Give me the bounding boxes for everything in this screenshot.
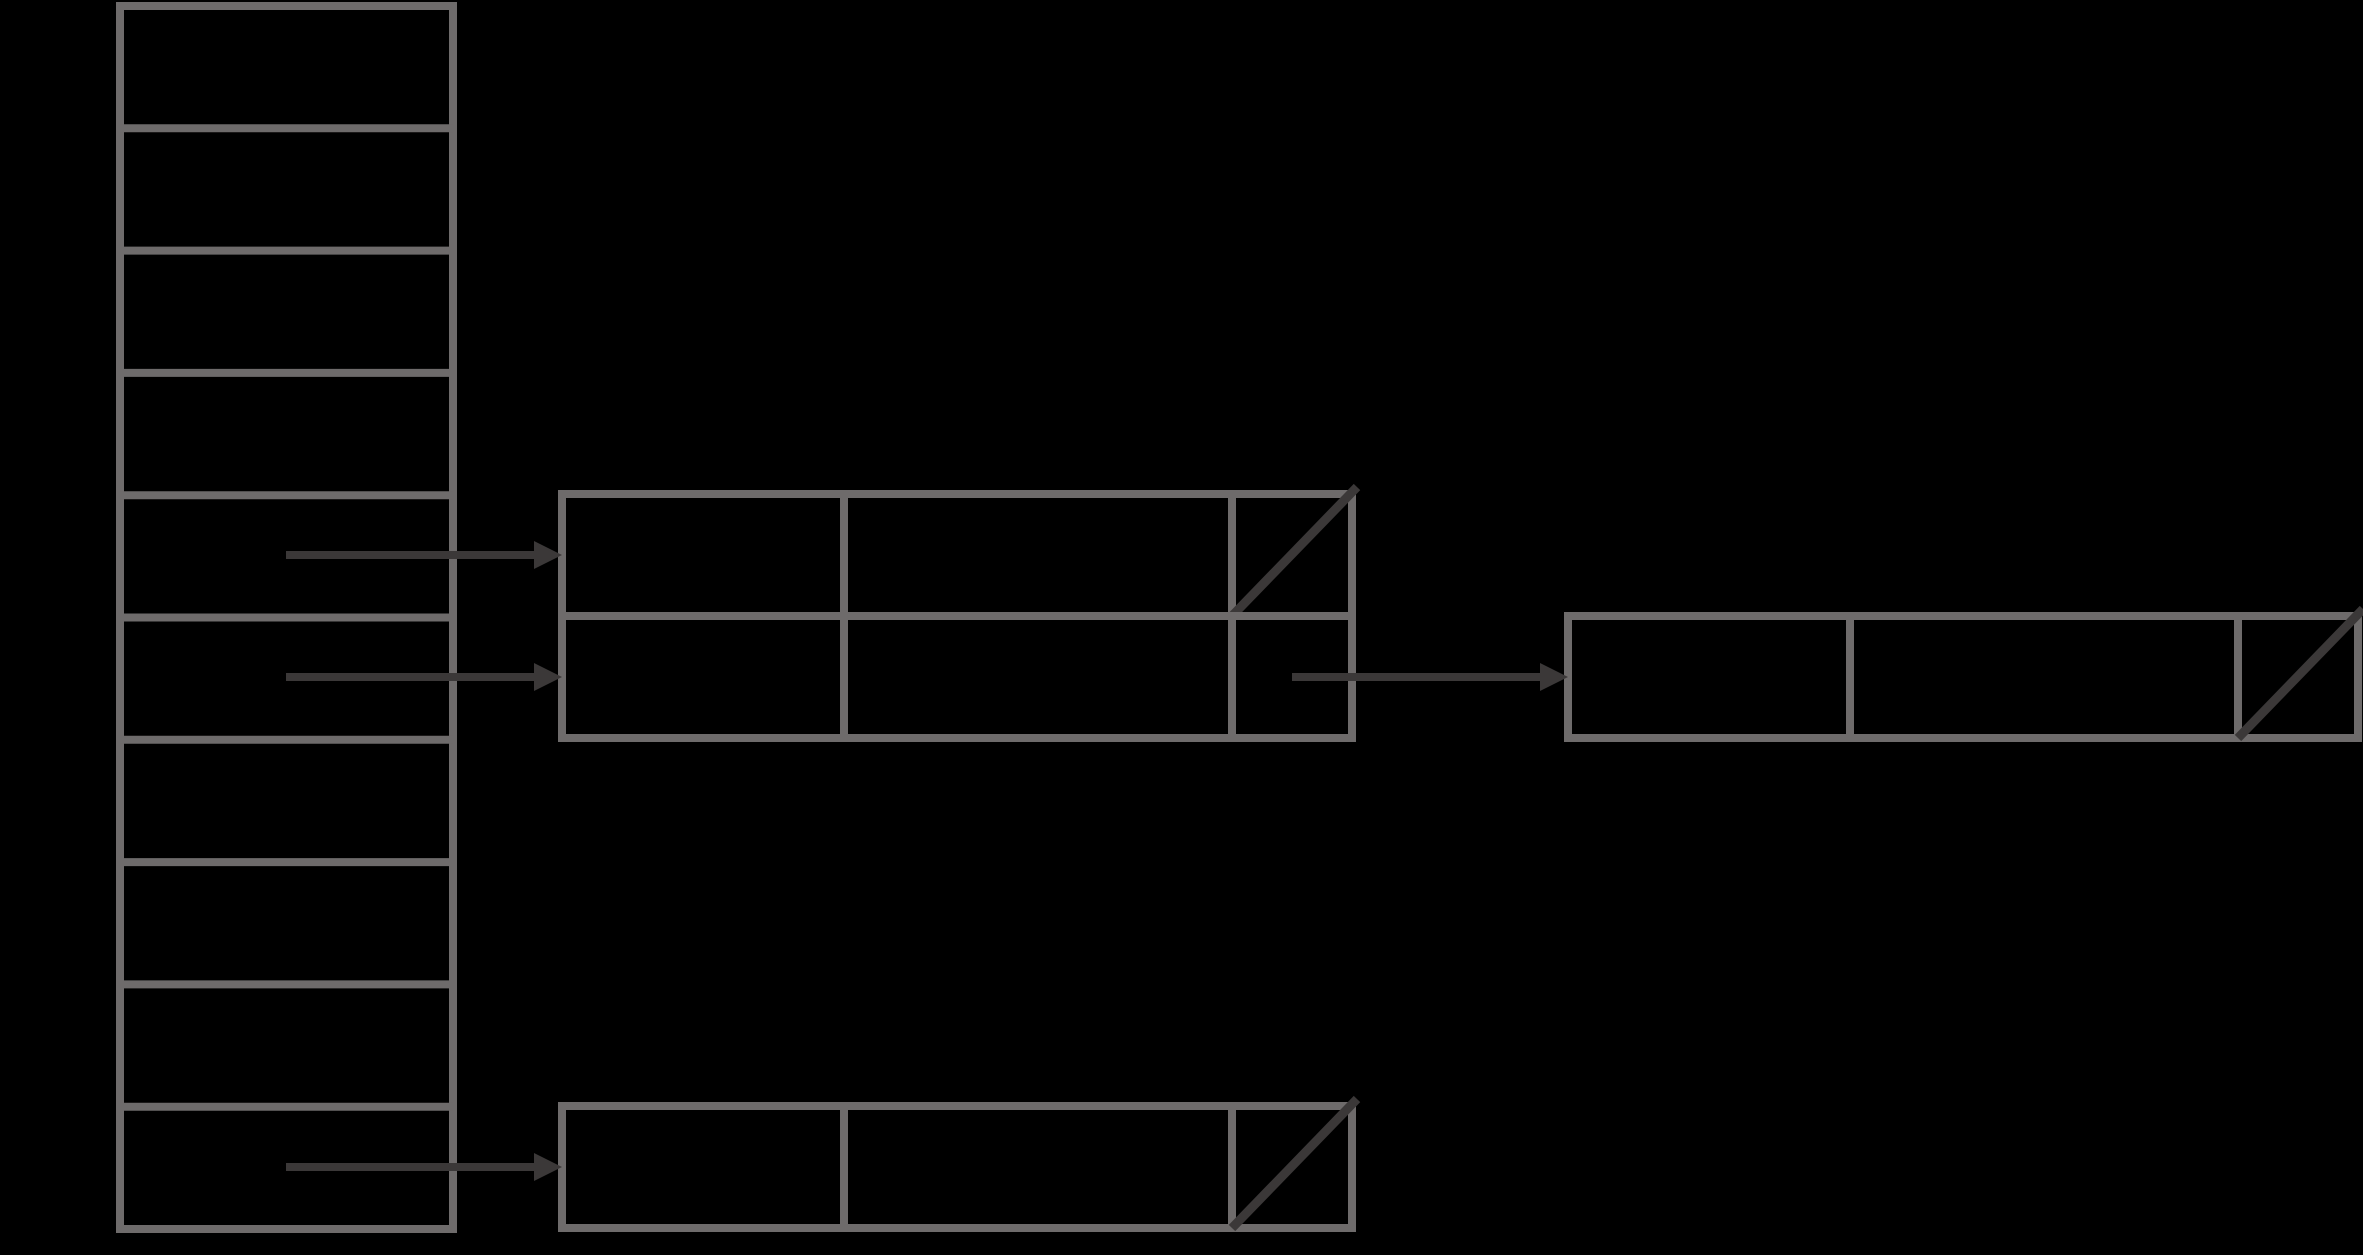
node-4-null-slash [1228,1095,1361,1232]
arrow-slot-4-to-node-1-arrowhead [534,541,562,569]
node-3-null-slash [2234,605,2363,742]
node-1-null-slash [1228,483,1361,620]
arrow-slot-9-to-node-4-arrowhead [534,1153,562,1181]
arrow-node-2-to-node-3-arrowhead [1540,663,1568,691]
arrow-slot-5-to-node-2-arrowhead [534,663,562,691]
